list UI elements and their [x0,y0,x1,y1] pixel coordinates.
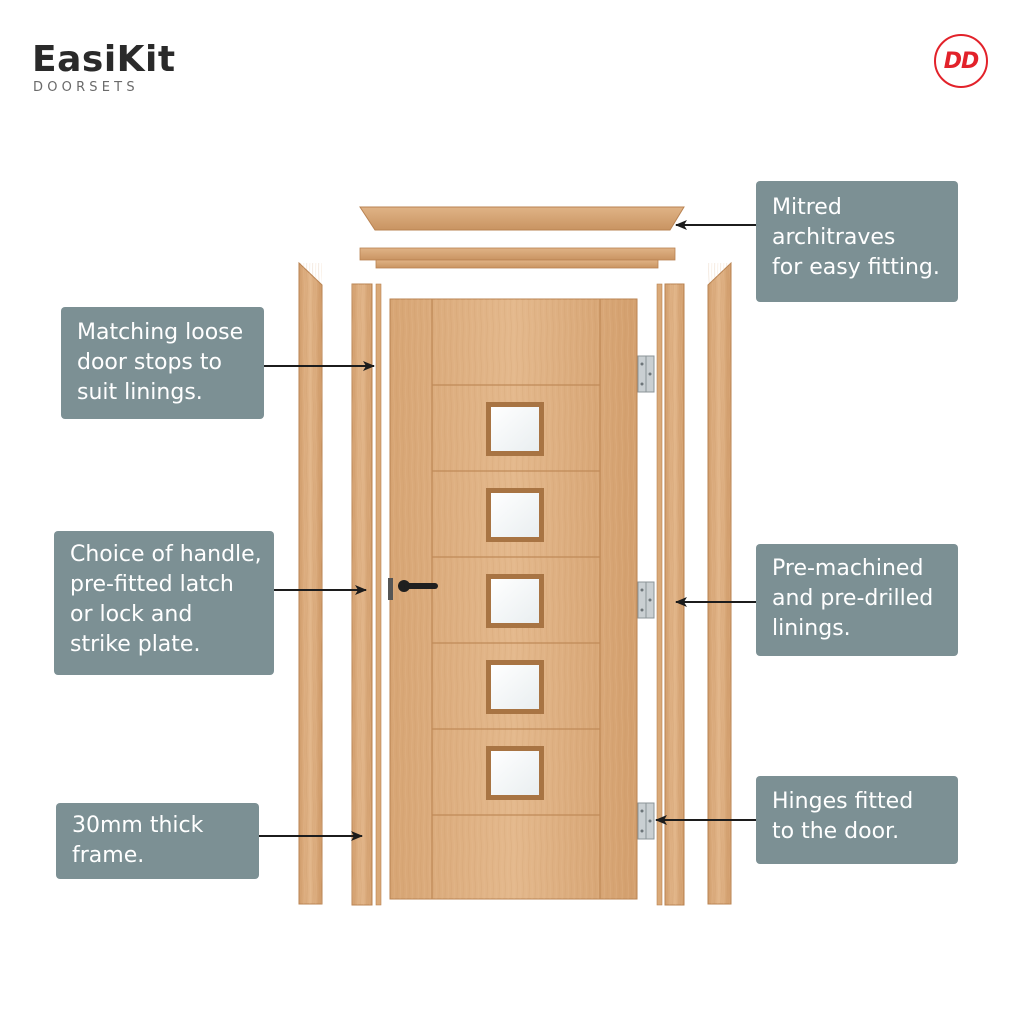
callout-frame: 30mm thick frame. [56,803,259,879]
callout-line: linings. [772,616,851,641]
callout-line: architraves [772,225,896,250]
callout-line: Mitred [772,195,842,220]
door-handle-icon [388,578,438,600]
callout-line: and pre-drilled [772,586,934,611]
callout-door-stops: Matching loose door stops to suit lining… [61,307,264,419]
callout-line: frame. [72,843,145,868]
callout-line: or lock and [70,602,193,627]
head-lining [359,247,676,261]
callout-line: Hinges fitted [772,789,914,814]
callout-line: Choice of handle, [70,542,262,567]
left-door-stop [375,283,382,906]
callout-hinges: Hinges fitted to the door. [756,776,958,864]
hinge-icon [637,802,655,840]
callout-linings: Pre-machined and pre-drilled linings. [756,544,958,656]
callout-line: for easy fitting. [772,255,940,280]
hinge-icon [637,581,655,619]
dd-logo: DD [934,34,988,88]
head-stop [375,259,659,269]
callout-line: pre-fitted latch [70,572,234,597]
brand-name: EasiKit [32,39,176,80]
brand-subtitle: DOORSETS [33,80,139,95]
hinge-icon [637,355,655,393]
callout-line: Pre-machined [772,556,924,581]
glass-panels [486,402,544,800]
callout-line: to the door. [772,819,900,844]
callout-line: Matching loose [77,320,244,345]
top-architrave [359,206,685,231]
callout-line: door stops to [77,350,222,375]
right-door-stop [656,283,663,906]
callout-line: 30mm thick [72,813,204,838]
callout-line: strike plate. [70,632,201,657]
callout-handle: Choice of handle, pre-fitted latch or lo… [54,531,274,675]
callout-architraves: Mitred architraves for easy fitting. [756,181,958,302]
callout-line: suit linings. [77,380,203,405]
